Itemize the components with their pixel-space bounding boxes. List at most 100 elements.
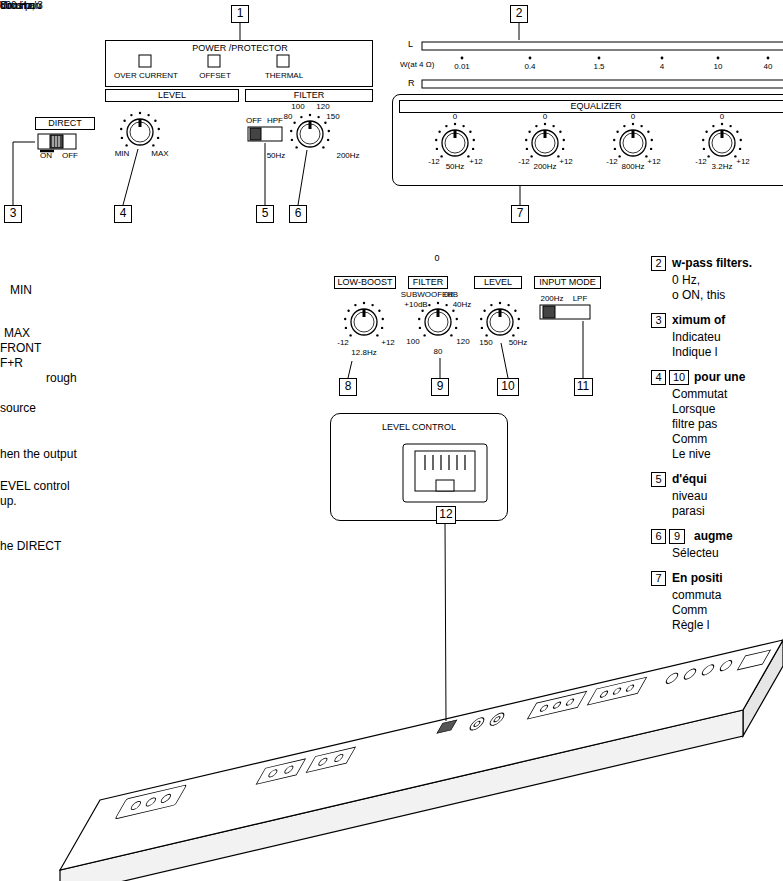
leader-line	[583, 321, 584, 378]
node-text: 9	[437, 380, 444, 393]
callout-number: 6	[289, 205, 307, 223]
scale-label: 120	[316, 103, 329, 112]
switch-label: HPF	[267, 117, 283, 126]
amplifier-body	[700, 664, 716, 676]
scale-label: +12	[469, 158, 483, 167]
callout-number: 2	[651, 256, 666, 271]
amplifier-body	[599, 690, 608, 697]
node-text: 2	[516, 7, 523, 20]
scale-label: +12	[381, 339, 395, 348]
scale-label: +12	[559, 158, 573, 167]
body-text: commuta	[672, 589, 721, 602]
node-text: 6	[295, 207, 302, 220]
amplifier-body	[737, 650, 770, 670]
amplifier-body	[612, 687, 621, 694]
callout-number: 3	[651, 313, 666, 328]
channel-label: R	[408, 79, 415, 89]
scale-label: -12	[606, 158, 618, 167]
panel-header: DIRECT	[35, 117, 95, 130]
level-meter	[422, 42, 783, 50]
body-text: source	[0, 402, 36, 415]
heading-text: w-pass filters.	[672, 257, 752, 270]
level-meter	[767, 57, 770, 60]
body-text: Comm	[672, 604, 707, 617]
leader-line	[348, 361, 352, 378]
leader-line	[298, 150, 307, 205]
amplifier-body	[333, 754, 344, 763]
node-text: LOW-BOOST	[338, 278, 393, 288]
modular-jack	[448, 455, 449, 470]
scale-label: 0	[543, 113, 547, 122]
body-text: FRONT	[0, 342, 41, 355]
slide-switch	[543, 306, 555, 318]
slide-switch	[540, 305, 590, 319]
scale-label: 0	[453, 113, 457, 122]
frequency-label: 50Hz	[446, 163, 465, 172]
switch-label: LPF	[573, 295, 588, 304]
amplifier-body	[283, 765, 294, 774]
meter-scale: 0.4	[524, 63, 535, 72]
node-text: 5	[262, 207, 269, 220]
rotary-knob	[525, 123, 565, 158]
callout-number: 6	[651, 529, 666, 544]
scale-label: 150	[326, 113, 339, 122]
node-text: OFFSET	[199, 72, 231, 81]
body-text: filtre pas	[672, 418, 717, 431]
node-text: 8	[345, 380, 352, 393]
scale-label: 100	[406, 338, 419, 347]
scale-label: +12	[736, 158, 750, 167]
panel-header: LEVEL	[105, 89, 239, 102]
modular-jack	[425, 455, 465, 470]
modular-jack	[456, 455, 457, 470]
scale-label: 50Hz	[509, 339, 528, 348]
rotary-knob	[290, 114, 330, 149]
scale-label: 150	[479, 339, 492, 348]
amplifier-body	[587, 677, 646, 705]
node-text: 11	[577, 380, 589, 393]
body-text: rough	[46, 372, 77, 385]
body-text: hen the output	[0, 448, 77, 461]
slide-switch	[38, 134, 76, 149]
leader-line	[501, 343, 508, 378]
panel-header: INPUT MODE	[534, 276, 601, 289]
node-text: 10	[673, 371, 685, 383]
meter-scale: 40	[764, 63, 773, 72]
body-text: Commutat	[672, 388, 727, 401]
node-text: 2	[655, 257, 661, 269]
scale-label: 200Hz	[336, 152, 359, 161]
leader-line	[13, 23, 583, 721]
scale-label: 100	[291, 103, 304, 112]
meter-scale: 4	[660, 63, 664, 72]
modular-jack	[436, 480, 454, 491]
level-meter	[422, 80, 783, 88]
rotary-knob	[120, 112, 160, 147]
amplifier-body	[267, 769, 278, 778]
callout-number: 9	[669, 529, 685, 544]
amplifier-body	[552, 701, 561, 708]
callout-number: 4	[114, 205, 132, 223]
body-text: Le nive	[672, 448, 711, 461]
panel-header: LOW-BOOST	[334, 276, 396, 289]
body-text: MIN	[10, 284, 32, 297]
indicator-lamp	[139, 55, 289, 67]
level-meter	[598, 57, 601, 60]
level-meter	[461, 57, 770, 60]
scale-label: 50Hz	[267, 152, 286, 161]
amplifier-body	[60, 640, 783, 870]
level-meter	[461, 57, 464, 60]
amplifier-body	[317, 757, 328, 766]
rotary-knob	[435, 123, 475, 158]
scale-label: -12	[428, 158, 440, 167]
callout-number: 12	[436, 506, 456, 524]
slide-switch	[56, 136, 57, 147]
amplifier-body	[473, 721, 481, 727]
modular-jack	[424, 455, 425, 470]
amplifier-body	[565, 698, 574, 705]
scale-label: MIN	[115, 150, 130, 159]
callout-number: 10	[669, 370, 689, 385]
slide-switch	[248, 127, 282, 141]
node-text: LEVEL	[158, 91, 186, 101]
leader-line	[265, 143, 266, 205]
panel-header: FILTER	[408, 276, 448, 289]
scale-label: 0	[631, 113, 635, 122]
